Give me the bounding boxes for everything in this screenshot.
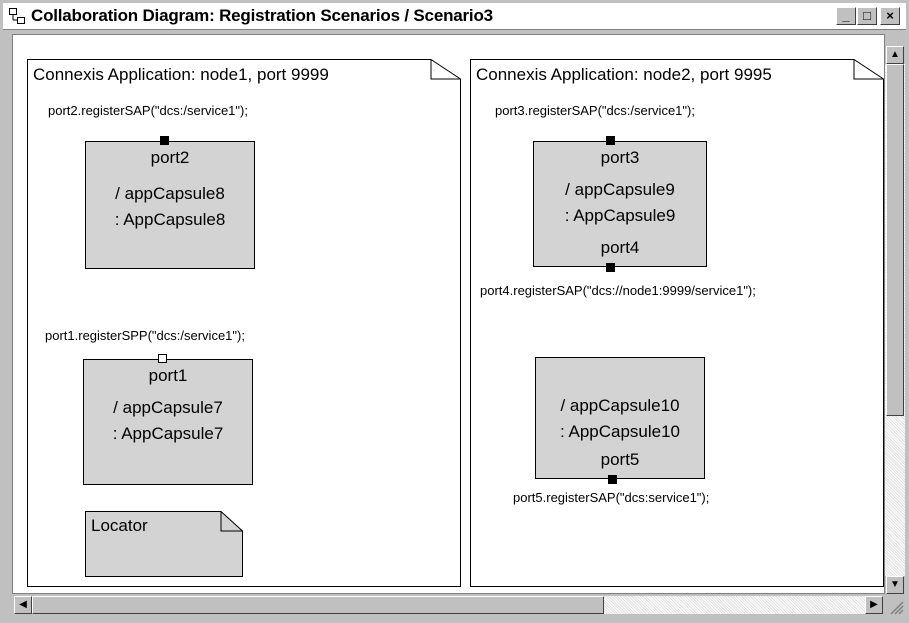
capsule-appcapsule7[interactable]: port1 / appCapsule7 : AppCapsule7	[83, 359, 253, 485]
diagram-canvas[interactable]: Connexis Application: node1, port 9999 p…	[12, 34, 885, 594]
capsule-appcapsule10[interactable]: / appCapsule10 : AppCapsule10 port5	[535, 357, 705, 479]
port-connector[interactable]	[160, 136, 169, 145]
capsule-role-name: / appCapsule8	[115, 184, 225, 203]
capsule-class-name: : AppCapsule7	[112, 424, 224, 443]
locator-note[interactable]: Locator	[85, 511, 243, 577]
port-label: port4	[600, 238, 640, 257]
capsule-role-name: / appCapsule9	[565, 180, 675, 199]
size-grip-icon[interactable]	[885, 594, 907, 618]
call-label-port3: port3.registerSAP("dcs:/service1");	[495, 103, 695, 118]
application-note-node1[interactable]: Connexis Application: node1, port 9999	[27, 59, 461, 587]
port-connector[interactable]	[606, 136, 615, 145]
window-title: Collaboration Diagram: Registration Scen…	[31, 6, 493, 25]
note-title: Connexis Application: node2, port 9995	[476, 65, 772, 84]
vertical-scroll-thumb[interactable]	[886, 64, 904, 416]
note-outline	[470, 59, 884, 587]
call-label-port5: port5.registerSAP("dcs:service1");	[513, 490, 710, 505]
port-connector[interactable]	[158, 354, 167, 363]
port-label: port5	[600, 450, 640, 469]
port-label: port2	[150, 148, 190, 167]
horizontal-scroll-thumb[interactable]	[32, 596, 604, 614]
port-connector[interactable]	[606, 263, 615, 272]
capsule-role-name: / appCapsule7	[113, 398, 223, 417]
maximize-button[interactable]: □	[857, 7, 877, 25]
call-label-port1: port1.registerSPP("dcs:/service1");	[45, 328, 245, 343]
minimize-button[interactable]: _	[836, 7, 856, 25]
up-arrow-icon[interactable]: ▲	[886, 46, 904, 64]
note-outline	[85, 511, 243, 577]
call-label-port2: port2.registerSAP("dcs:/service1");	[48, 103, 248, 118]
capsule-class-name: : AppCapsule10	[559, 422, 681, 441]
note-outline	[27, 59, 461, 587]
left-arrow-icon[interactable]: ◀	[14, 596, 32, 614]
down-arrow-icon[interactable]: ▼	[886, 576, 904, 594]
capsule-appcapsule8[interactable]: port2 / appCapsule8 : AppCapsule8	[85, 141, 255, 269]
capsule-class-name: : AppCapsule9	[564, 206, 676, 225]
note-title: Connexis Application: node1, port 9999	[33, 65, 329, 84]
port-label: port3	[600, 148, 640, 167]
collaboration-diagram-icon	[9, 8, 25, 24]
horizontal-scrollbar[interactable]: ◀ ▶	[12, 594, 885, 616]
vertical-scrollbar[interactable]: ▲ ▼	[885, 46, 905, 594]
call-label-port4: port4.registerSAP("dcs://node1:9999/serv…	[480, 283, 756, 298]
close-button[interactable]: ×	[880, 7, 900, 25]
title-bar[interactable]: Collaboration Diagram: Registration Scen…	[3, 3, 906, 30]
locator-label: Locator	[91, 516, 148, 535]
application-note-node2[interactable]: Connexis Application: node2, port 9995	[470, 59, 884, 587]
right-arrow-icon[interactable]: ▶	[865, 596, 883, 614]
port-connector[interactable]	[608, 475, 617, 484]
capsule-class-name: : AppCapsule8	[114, 210, 226, 229]
capsule-appcapsule9[interactable]: port3 / appCapsule9 : AppCapsule9 port4	[533, 141, 707, 267]
port-label: port1	[148, 366, 188, 385]
capsule-role-name: / appCapsule10	[560, 396, 680, 415]
